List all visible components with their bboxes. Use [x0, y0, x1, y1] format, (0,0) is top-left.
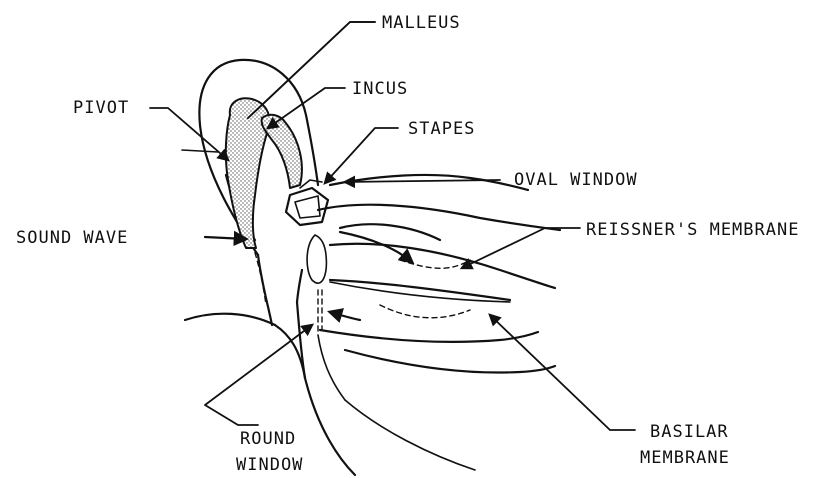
label-round-window-line1: ROUND	[240, 429, 296, 449]
label-reissners-membrane: REISSNER'S MEMBRANE	[586, 220, 799, 240]
label-pivot: PIVOT	[73, 98, 129, 118]
label-stapes: STAPES	[408, 119, 475, 139]
flow-arrows	[330, 232, 412, 320]
sound-wave-arrow	[205, 237, 246, 239]
cochlea-lines	[318, 175, 560, 373]
canal-lines	[185, 270, 475, 475]
label-round-window-line2: WINDOW	[236, 455, 303, 475]
label-basilar-line2: MEMBRANE	[640, 448, 730, 468]
label-malleus: MALLEUS	[382, 13, 461, 33]
label-incus: INCUS	[352, 79, 408, 99]
label-sound-wave: SOUND WAVE	[16, 228, 128, 248]
incus-bone	[262, 115, 302, 188]
round-window-shape	[307, 235, 326, 335]
label-oval-window: OVAL WINDOW	[514, 170, 638, 190]
label-basilar-line1: BASILAR	[650, 422, 729, 442]
